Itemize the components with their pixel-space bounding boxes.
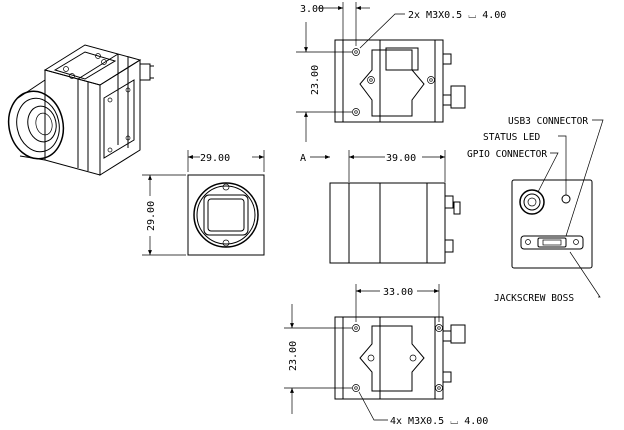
callout-gpio: GPIO CONNECTOR bbox=[467, 149, 547, 160]
callout-bottom-holes: 4x M3X0.5 ⌴ 4.00 bbox=[390, 416, 488, 427]
callout-status-led: STATUS LED bbox=[483, 132, 540, 143]
dim-top-offset: 3.00 bbox=[300, 4, 324, 15]
front-view: 29.00 29.00 bbox=[142, 150, 265, 256]
rear-view: USB3 CONNECTOR STATUS LED GPIO CONNECTOR… bbox=[467, 116, 604, 304]
callout-top-holes: 2x M3X0.5 ⌴ 4.00 bbox=[408, 10, 506, 21]
dim-top-height: 23.00 bbox=[310, 65, 321, 95]
callout-usb3: USB3 CONNECTOR bbox=[508, 116, 588, 127]
section-marker: A bbox=[300, 153, 306, 164]
isometric-view bbox=[7, 44, 154, 176]
dim-side-length: 39.00 bbox=[386, 153, 416, 164]
bottom-view: 33.00 23.00 4x M3X0.5 ⌴ 4.00 bbox=[284, 284, 488, 427]
dim-bottom-height: 23.00 bbox=[288, 341, 299, 371]
side-view: A 39.00 bbox=[300, 150, 461, 264]
dim-front-height: 29.00 bbox=[146, 201, 157, 231]
dim-bottom-length: 33.00 bbox=[383, 287, 413, 298]
top-view: 3.00 2x M3X0.5 ⌴ 4.00 23.00 bbox=[296, 2, 506, 142]
dim-front-width: 29.00 bbox=[200, 153, 230, 164]
callout-jackscrew: JACKSCREW BOSS bbox=[494, 293, 574, 304]
